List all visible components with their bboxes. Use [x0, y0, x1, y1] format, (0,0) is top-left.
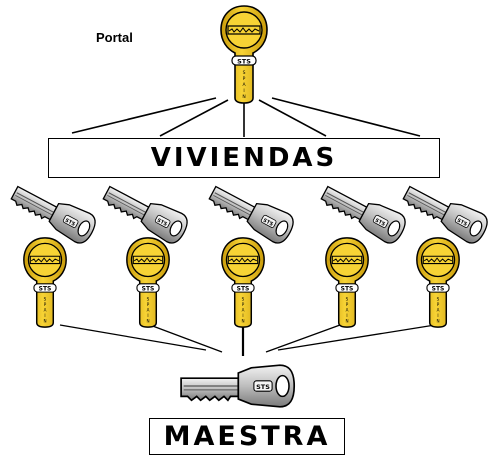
portal-connectors — [71, 97, 421, 137]
key-icon-5 — [398, 177, 492, 248]
master-key-icon — [180, 364, 296, 408]
dwelling-cylinder-icon-4 — [325, 237, 369, 328]
maestra-label-box: MAESTRA — [149, 418, 345, 455]
dwelling-cylinder-icon-3 — [221, 237, 265, 328]
master-connectors — [59, 324, 436, 356]
portal-label: Portal — [96, 30, 133, 45]
key-icon-1 — [6, 177, 101, 248]
key-icon-4 — [316, 177, 411, 248]
portal-cylinder-icon — [220, 5, 268, 104]
viviendas-label-box: VIVIENDAS — [48, 138, 440, 178]
dwelling-cylinder-icon-5 — [416, 237, 460, 328]
key-icon-3 — [204, 177, 299, 248]
key-icon-2 — [98, 177, 193, 248]
dwelling-cylinder-icon-2 — [126, 237, 170, 328]
dwelling-cylinder-icon-1 — [23, 237, 67, 328]
